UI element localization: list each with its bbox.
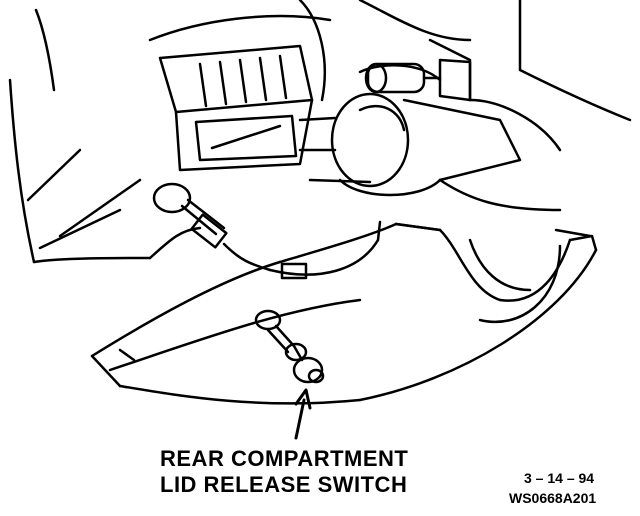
figure-date: 3 – 14 – 94 bbox=[524, 470, 595, 486]
callout-line-1: REAR COMPARTMENT bbox=[160, 446, 409, 471]
dash-left-edge bbox=[8, 8, 152, 264]
steering-column bbox=[298, 64, 522, 197]
instrument-panel bbox=[148, 0, 632, 152]
callout-leader-arrow bbox=[294, 388, 312, 440]
callout-label: REAR COMPARTMENT LID RELEASE SWITCH bbox=[160, 446, 408, 498]
knee-bolster-panel bbox=[90, 222, 598, 405]
air-vent bbox=[158, 44, 314, 172]
figure-code: WS0668A201 bbox=[509, 490, 597, 506]
wiring-harness bbox=[152, 182, 382, 276]
turn-signal-stalk bbox=[364, 58, 472, 102]
dash-lower-edge bbox=[148, 178, 562, 260]
callout-line-2: LID RELEASE SWITCH bbox=[160, 472, 408, 497]
release-switch bbox=[254, 309, 325, 384]
